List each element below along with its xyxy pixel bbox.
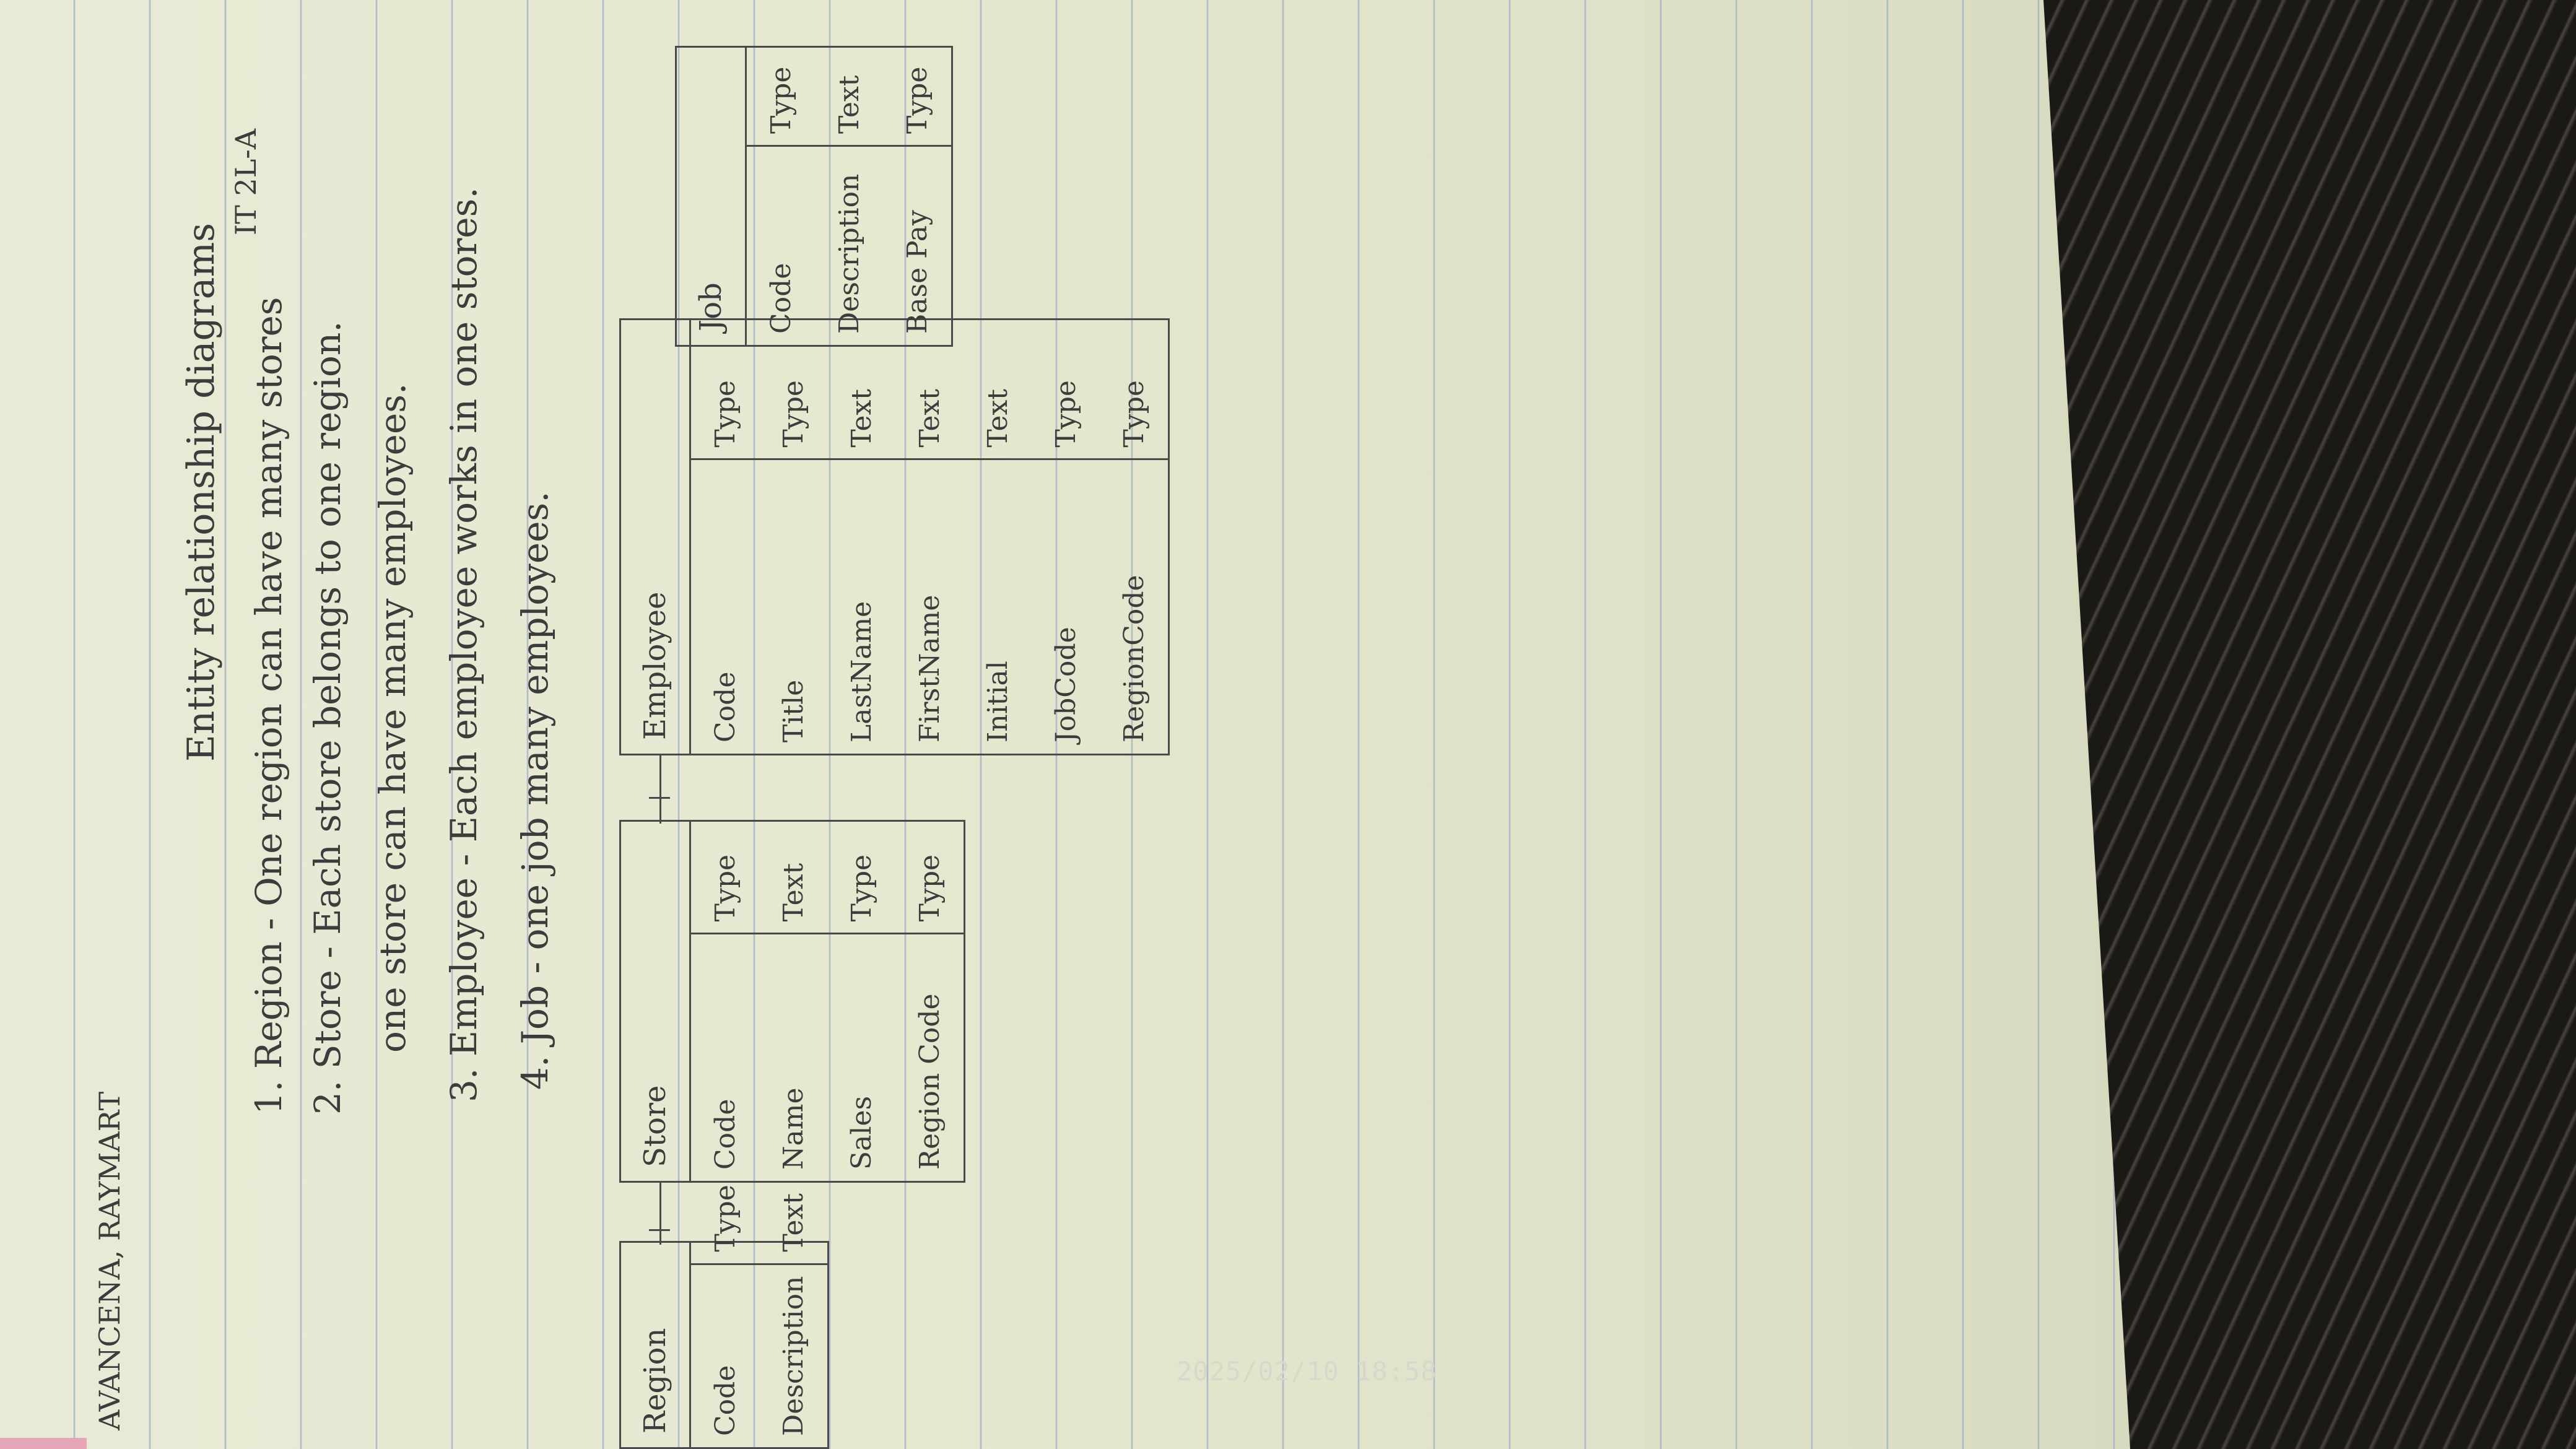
job-attr-description: Description: [815, 146, 883, 345]
region-attr-description: Description: [759, 1264, 827, 1447]
section-label: IT 2L-A: [229, 128, 263, 235]
store-attr-sales: Sales: [827, 933, 895, 1181]
job-attr-code: Code: [747, 146, 815, 345]
connector-region-store: [659, 1183, 661, 1245]
page-title: Entity relationship diagrams: [180, 222, 223, 762]
entity-store: Store Code Type Name Text Sales Type Region…: [619, 820, 965, 1183]
rule-4: 4. Job - one job many employees.: [514, 491, 556, 1090]
store-type-sales: Type: [845, 854, 877, 922]
job-attr-base-pay: Base Pay: [883, 146, 951, 345]
store-attr-name: Name: [759, 933, 827, 1181]
store-type-name: Text: [777, 863, 809, 922]
region-type-description: Text: [777, 1193, 809, 1252]
employee-attr-lastname: LastName: [827, 459, 895, 754]
rule-2: 2. Store - Each store belongs to one reg…: [307, 321, 349, 1115]
entity-employee-name: Employee: [621, 320, 691, 754]
entity-employee: Employee Code Type Title Type LastName Text…: [619, 318, 1170, 755]
employee-attr-code: Code: [691, 459, 759, 754]
entity-job: Job Code Type Description Text Base Pay Typ…: [675, 46, 953, 347]
rule-2-continued: one store can have many employees.: [372, 383, 414, 1053]
employee-type-jobcode: Type: [1050, 380, 1082, 448]
job-type-code: Type: [765, 66, 797, 134]
employee-attr-jobcode: JobCode: [1032, 459, 1100, 754]
rule-3: 3. Employee - Each employee works in one…: [443, 187, 485, 1102]
connector-tick: [649, 1229, 670, 1231]
employee-type-regioncode: Type: [1118, 380, 1150, 448]
entity-store-name: Store: [621, 822, 691, 1181]
handwritten-notes: AVANCENA, RAYMART IT 2L-A Entity relatio…: [0, 0, 1170, 1449]
job-type-description: Text: [833, 75, 865, 134]
entity-region: Region Code Type Description Text: [619, 1185, 829, 1449]
store-type-region-code: Type: [913, 854, 946, 922]
store-attr-region-code: Region Code: [895, 933, 964, 1181]
employee-attr-regioncode: RegionCode: [1100, 459, 1168, 754]
connector-tick: [649, 797, 670, 799]
notebook-page: [0, 0, 2130, 1449]
rule-1: 1. Region - One region can have many sto…: [248, 297, 290, 1115]
employee-attr-firstname: FirstName: [895, 459, 964, 754]
region-type-code: Type: [709, 1185, 741, 1252]
connector-store-employee: [659, 755, 661, 824]
employee-attr-initial: Initial: [964, 459, 1032, 754]
photo-timestamp: 2025/02/10 18:58: [1177, 1356, 1437, 1386]
pink-paper-edge: [0, 1438, 87, 1449]
author-name: AVANCENA, RAYMART: [93, 1091, 126, 1430]
employee-type-initial: Text: [981, 389, 1014, 448]
region-attr-code: Code: [691, 1264, 759, 1447]
employee-attr-title: Title: [759, 459, 827, 754]
store-attr-code: Code: [691, 933, 759, 1181]
entity-region-name: Region: [621, 1243, 691, 1447]
job-type-base-pay: Type: [901, 66, 933, 134]
store-type-code: Type: [709, 854, 741, 922]
entity-job-name: Job: [677, 48, 747, 345]
